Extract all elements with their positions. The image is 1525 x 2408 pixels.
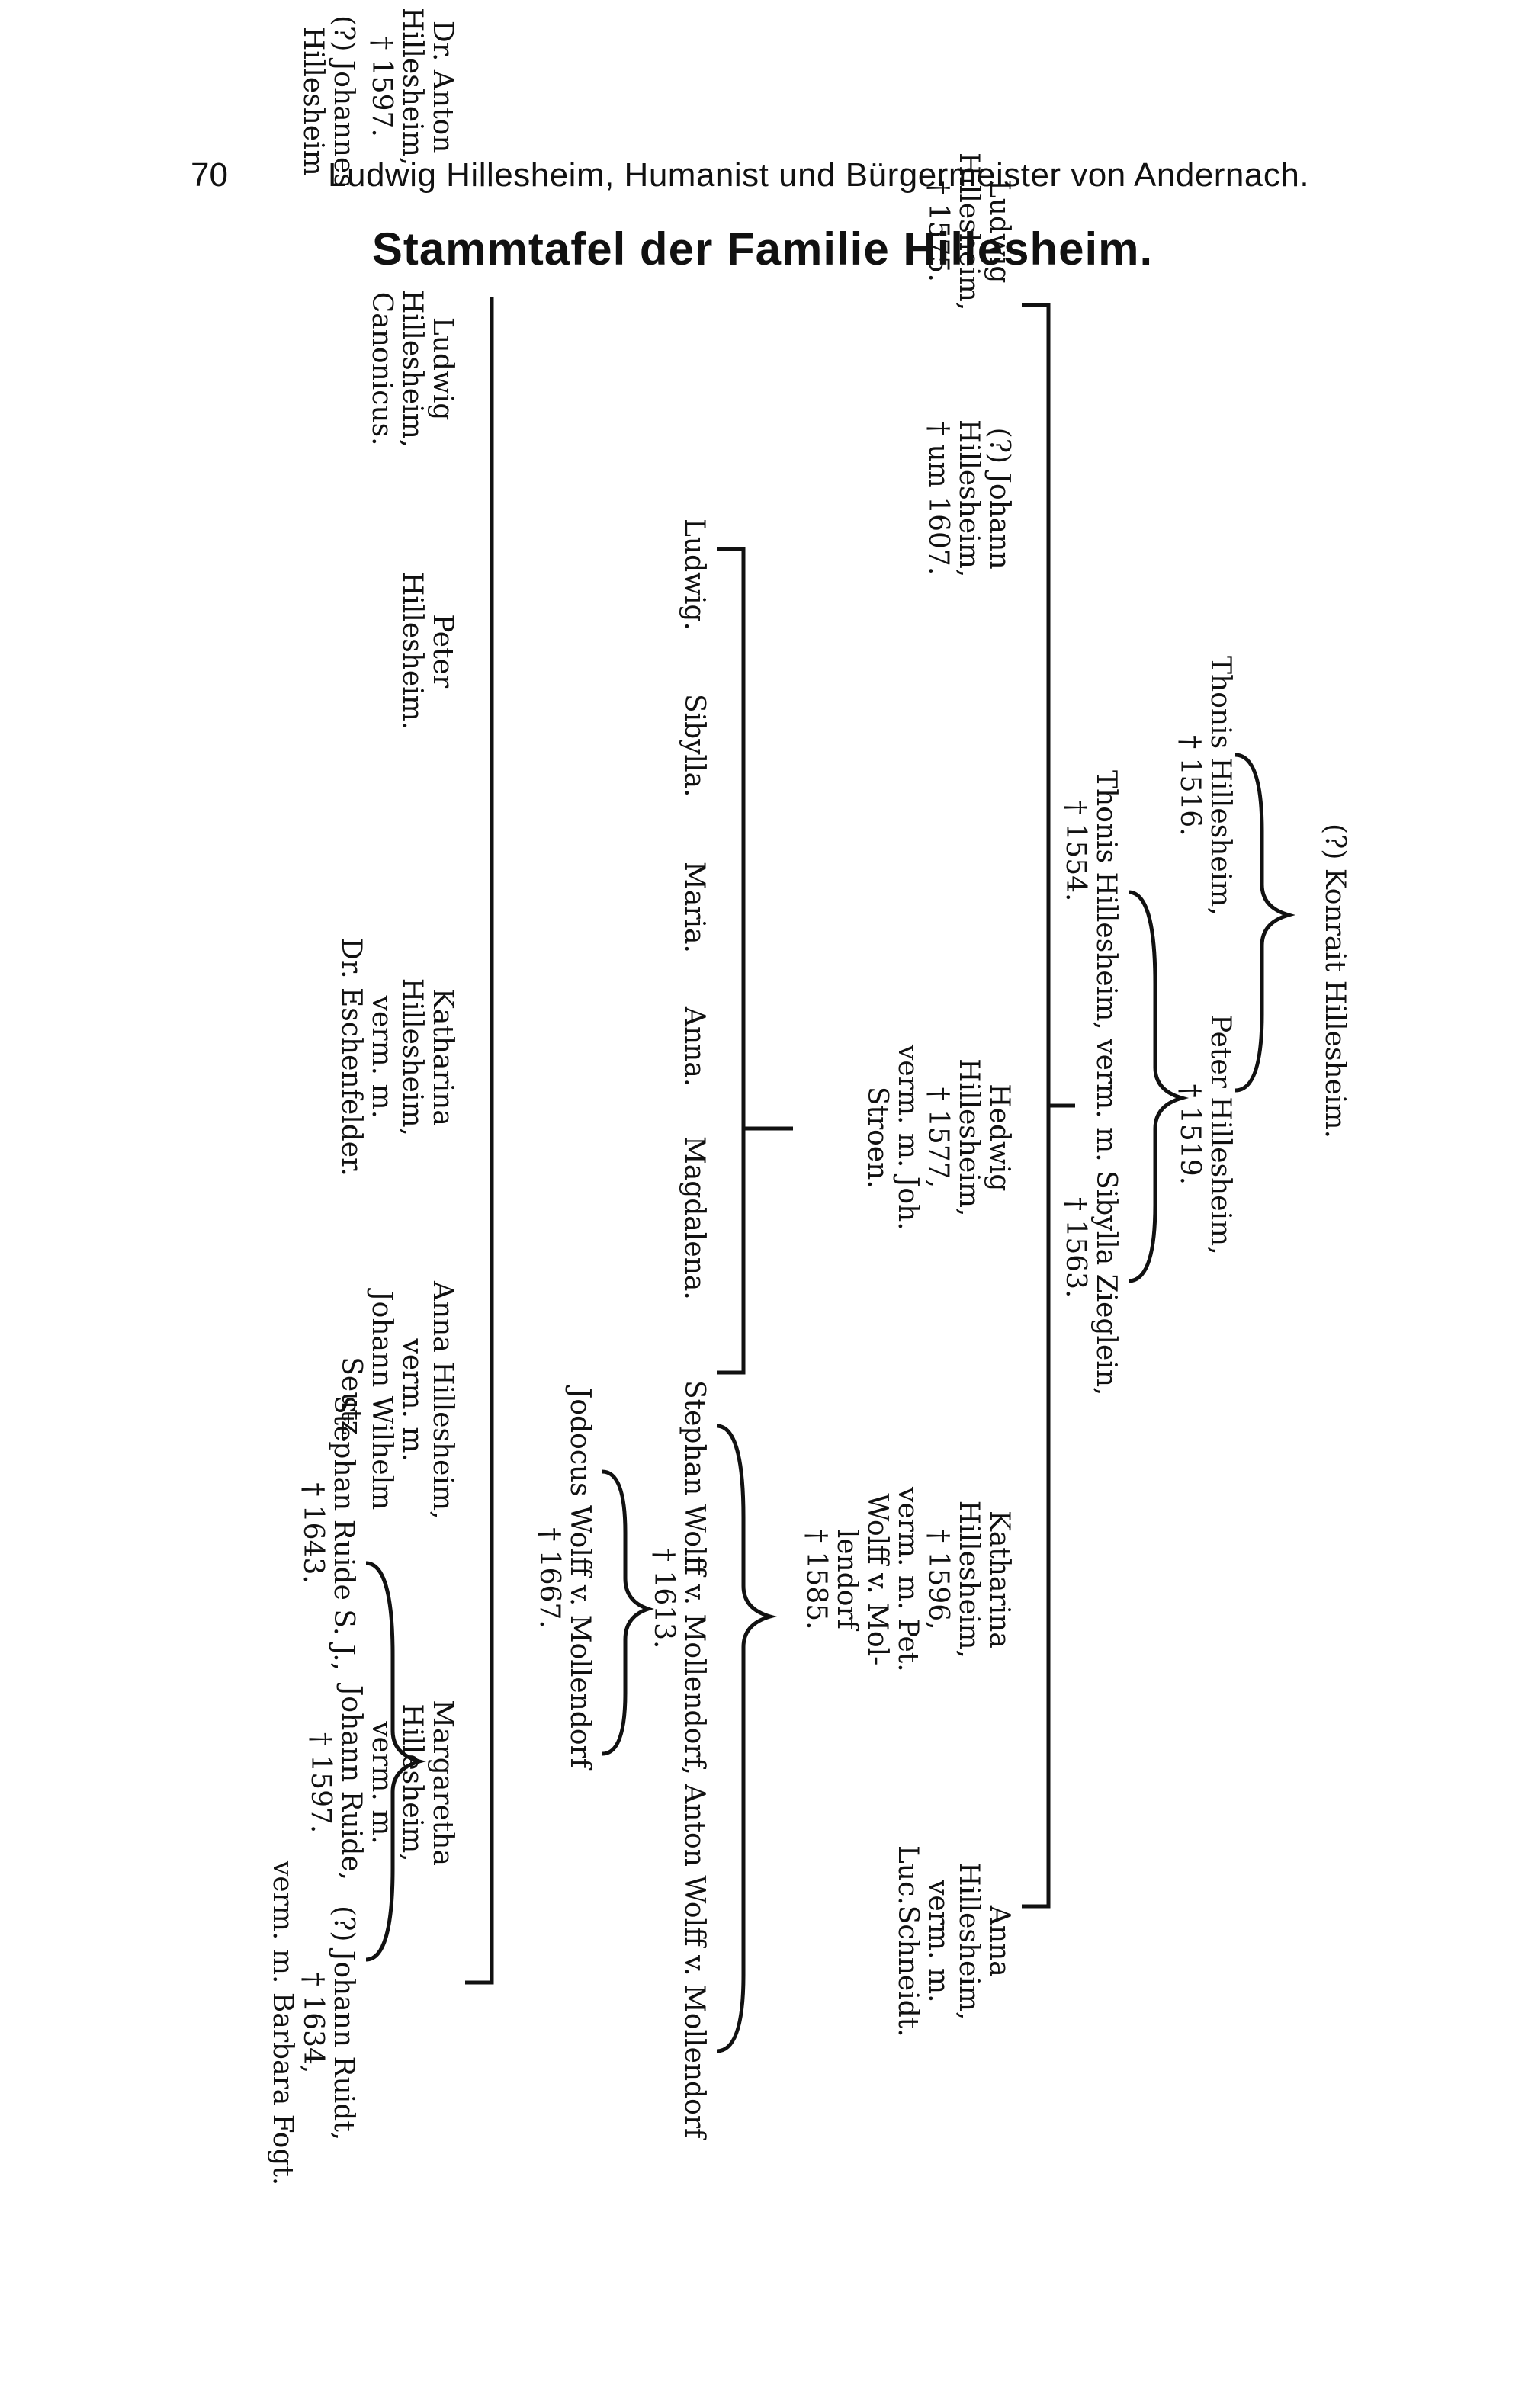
running-header: 70 Ludwig Hillesheim, Humanist und Bürge… bbox=[191, 156, 1357, 202]
running-title: Ludwig Hillesheim, Humanist und Bürgerme… bbox=[328, 156, 1310, 194]
person-johann-1607: (?) Johann Hillesheim, † um 1607. bbox=[923, 419, 1015, 578]
page-number: 70 bbox=[191, 156, 228, 194]
brace-wolff bbox=[716, 1424, 778, 2053]
child-magdalena: Magdalena. bbox=[679, 1136, 710, 1300]
person-johann-ruidt: (?) Johann Ruidt, † 1634, verm. m. Barba… bbox=[267, 1861, 359, 2186]
brace-jodocus bbox=[602, 1469, 654, 1756]
brace-ruide bbox=[365, 1561, 427, 1962]
person-thonis-1554: Thonis Hillesheim, verm. m. Sibylla Zieg… bbox=[1090, 770, 1122, 1396]
family-tree: (?) Konrait Hillesheim. Thonis Hilleshei… bbox=[267, 8, 1350, 2356]
person-konrad: (?) Konrait Hillesheim. bbox=[1319, 824, 1350, 1139]
child-ludwig: Ludwig. bbox=[679, 519, 710, 631]
death-thonis-1554: † 1554. bbox=[1060, 801, 1091, 902]
child-anna: Anna. bbox=[679, 1007, 710, 1087]
person-stephan-anton-wolff: Stephan Wolff v. Mollendorf, Anton Wolff… bbox=[679, 1380, 710, 2139]
child-sibylla: Sibylla. bbox=[679, 694, 710, 798]
tree-connector-lines bbox=[365, 297, 1296, 2053]
brace-gen2 bbox=[1128, 890, 1190, 1283]
person-anna-schneidt: Anna Hillesheim, verm. m. Luc.Schneidt. bbox=[892, 1845, 1015, 2037]
person-ludwig-1575: Ludwig Hillesheim, † 1575. bbox=[923, 153, 1015, 311]
person-katharina-eschenfelder: Katharina Hillesheim, verm. m. Dr. Esche… bbox=[336, 938, 458, 1177]
person-margaretha: Margaretha Hillesheim, verm. m. Johann R… bbox=[305, 1685, 458, 1881]
person-ludwig-canonicus: Ludwig Hillesheim, Canonicus. bbox=[366, 290, 458, 448]
person-peter: Peter Hillesheim. bbox=[396, 572, 458, 730]
person-hedwig: Hedwig Hillesheim, † 1577, verm. m. Joh.… bbox=[862, 1045, 1015, 1231]
person-jodocus: Jodocus Wolff v. Mollendorf † 1667. bbox=[534, 1388, 596, 1769]
brace-gen1 bbox=[1234, 753, 1296, 1093]
person-thonis-1516: Thonis Hillesheim, † 1516. bbox=[1174, 656, 1236, 916]
person-stephan-ruide: Stephan Ruide S. J., † 1643. bbox=[297, 1395, 359, 1671]
person-katharina-1596: Katharina Hillesheim, † 1596, verm. m. P… bbox=[801, 1487, 1015, 1672]
bracket-ludwig-children bbox=[465, 297, 494, 1985]
bracket-stroen-children bbox=[717, 547, 746, 1375]
death-stephan-1613: † 1613. bbox=[648, 1548, 679, 1649]
person-peter-1519: Peter Hillesheim, † 1519. bbox=[1174, 1014, 1236, 1255]
death-sibylla-1563: † 1563. bbox=[1060, 1197, 1091, 1299]
page-title: Stammtafel der Familie Hillesheim. bbox=[371, 223, 1154, 275]
child-maria: Maria. bbox=[679, 862, 710, 953]
person-anton-1597: Dr. Anton Hillesheim, † 1597. bbox=[366, 8, 458, 166]
person-johannes: (?) Johannes Hillesheim bbox=[297, 15, 359, 188]
bracket-gen3 bbox=[1022, 303, 1051, 1909]
